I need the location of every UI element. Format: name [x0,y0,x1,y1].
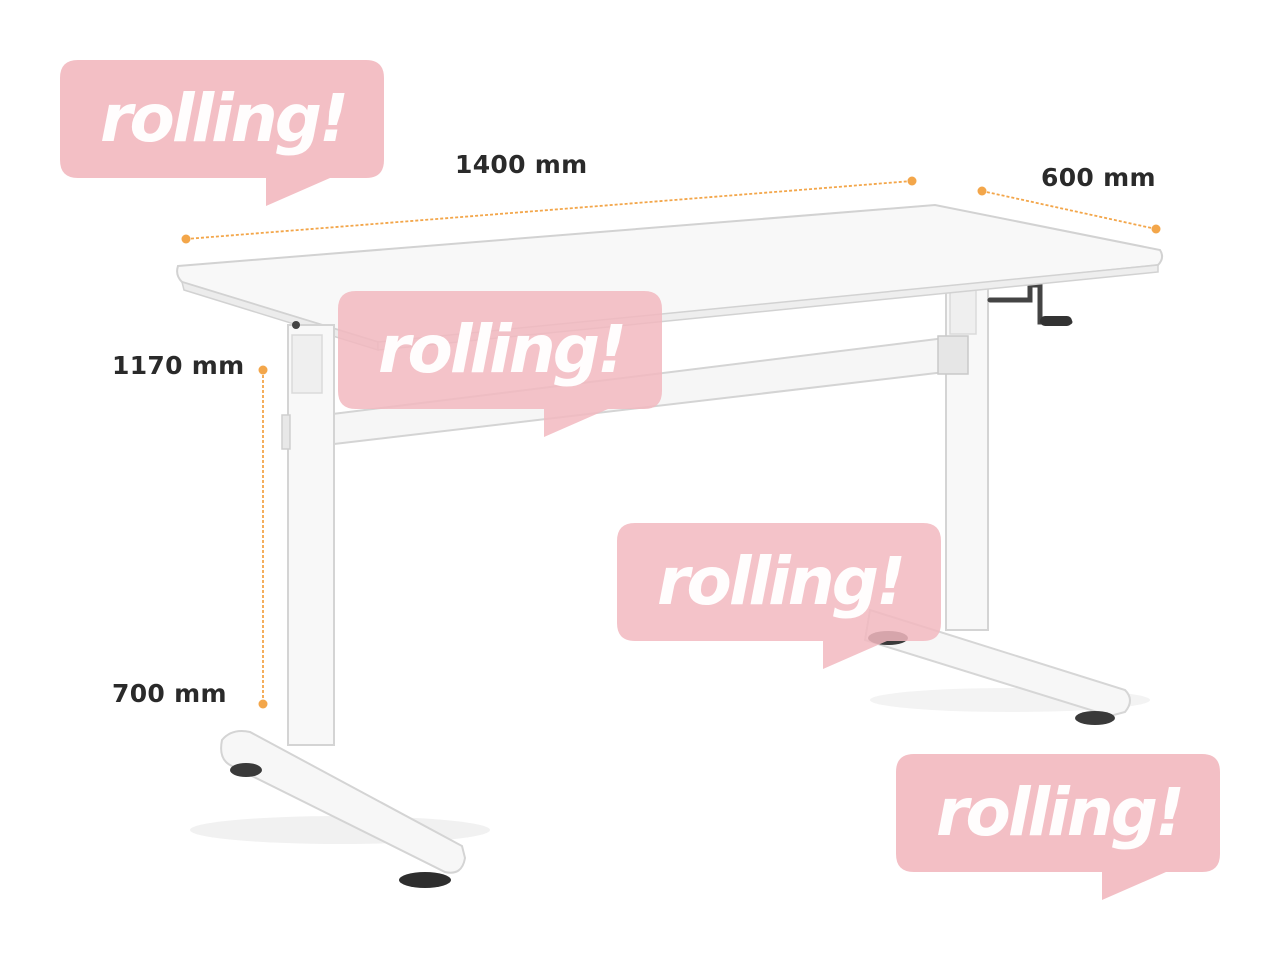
max-height-dimension-label: 1170 mm [112,351,245,380]
width-dimension-dot-end [907,176,917,186]
right-foot-pad-front [1075,711,1115,725]
depth-dimension-dot-start [977,186,987,196]
watermark-text: rolling! [99,80,349,157]
left-leg-button [281,414,291,450]
watermark-bubble: rolling! [338,291,664,439]
left-foot-base [220,730,467,874]
width-dimension-dot-start [181,234,191,244]
height-dimension-dot-top [258,365,268,375]
min-height-dimension-label: 700 mm [112,679,227,708]
dimension-lines [181,176,1161,709]
height-dimension-dot-bottom [258,699,268,709]
watermark-text: rolling! [377,311,627,388]
width-dimension-label: 1400 mm [455,150,588,179]
speech-bubble-shape [60,60,384,206]
depth-dimension-dot-end [1151,224,1161,234]
left-leg-inner [291,334,323,394]
watermark-text: rolling! [935,774,1185,851]
width-dimension-line [185,180,913,240]
speech-bubble-shape [896,754,1220,900]
speech-bubble-shape [617,523,941,669]
depth-dimension-label: 600 mm [1041,163,1156,192]
watermark-bubble: rolling! [617,523,943,671]
watermark-bubble: rolling! [60,60,386,208]
left-foot-pad-back [230,763,262,777]
crossbar-bracket [937,335,969,375]
left-leg-outer [287,324,335,746]
crank-grip [1040,316,1072,326]
watermark-bubble: rolling! [896,754,1222,902]
speech-bubble-shape [338,291,662,437]
left-foot-pad-front [399,872,451,888]
watermark-text: rolling! [656,543,906,620]
right-leg-inner [949,289,977,335]
left-leg-screw [292,321,300,329]
